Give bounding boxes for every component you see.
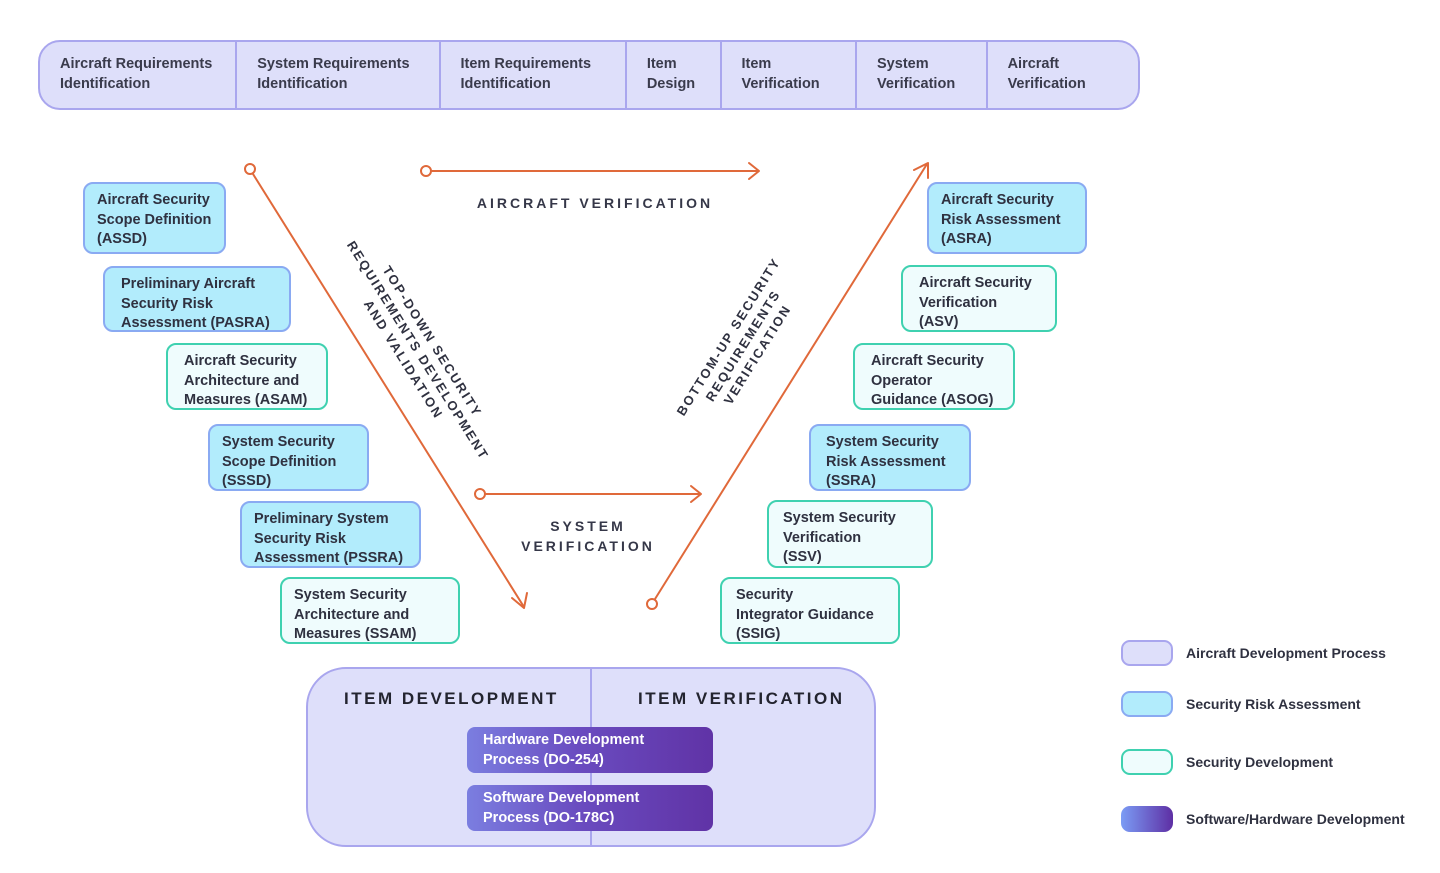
phase-item-verification: Item Verification: [722, 42, 858, 108]
aircraft-verification-arrowhead: [748, 162, 760, 180]
legend-label: Aircraft Development Process: [1186, 645, 1386, 661]
system-verification-start-node: [474, 488, 486, 500]
phase-item-requirements: Item Requirements Identification: [441, 42, 627, 108]
top-down-start-node: [244, 163, 256, 175]
legend-item-sw-hw-development: Software/Hardware Development: [1121, 806, 1405, 832]
item-verification-heading: ITEM VERIFICATION: [638, 689, 845, 708]
phase-item-design: Item Design: [627, 42, 722, 108]
box-asra: Aircraft Security Risk Assessment (ASRA): [927, 182, 1087, 254]
box-asam: Aircraft Security Architecture and Measu…: [166, 343, 328, 410]
aircraft-verification-caption: AIRCRAFT VERIFICATION: [476, 195, 714, 211]
legend-label: Security Risk Assessment: [1186, 696, 1361, 712]
bottom-up-start-node: [646, 598, 658, 610]
bottom-up-arrow-line: [654, 163, 928, 600]
legend-swatch-sw-hw-development: [1121, 806, 1173, 832]
top-down-arrow-line: [252, 173, 525, 608]
software-development-process: Software Development Process (DO-178C): [467, 785, 713, 831]
legend-swatch-security-development: [1121, 749, 1173, 775]
box-asv: Aircraft Security Verification (ASV): [901, 265, 1057, 332]
item-development-heading: ITEM DEVELOPMENT: [344, 689, 559, 708]
legend-item-security-risk-assessment: Security Risk Assessment: [1121, 691, 1361, 717]
box-sssd: System Security Scope Definition (SSSD): [208, 424, 369, 491]
box-pssra: Preliminary System Security Risk Assessm…: [240, 501, 421, 568]
phase-aircraft-requirements: Aircraft Requirements Identification: [40, 42, 238, 108]
phase-aircraft-verification: Aircraft Verification: [1007, 56, 1086, 92]
box-ssam: System Security Architecture and Measure…: [280, 577, 460, 644]
legend-item-security-development: Security Development: [1121, 749, 1333, 775]
hardware-development-process: Hardware Development Process (DO-254): [467, 727, 713, 773]
box-assd: Aircraft Security Scope Definition (ASSD…: [83, 182, 226, 254]
bottom-up-arrowhead: [913, 162, 929, 179]
legend-label: Security Development: [1186, 754, 1334, 770]
system-verification-arrowhead: [690, 485, 702, 503]
top-down-arrowhead: [511, 592, 528, 609]
box-ssig: Security Integrator Guidance (SSIG): [720, 577, 900, 644]
box-ssra: System Security Risk Assessment (SSRA): [809, 424, 971, 491]
lifecycle-phase-bar: Aircraft Requirements Identification Sys…: [38, 40, 1140, 110]
system-verification-caption: SYSTEM VERIFICATION: [521, 518, 655, 554]
box-ssv: System Security Verification (SSV): [767, 500, 933, 568]
box-asog: Aircraft Security Operator Guidance (ASO…: [853, 343, 1015, 410]
phase-system-requirements: System Requirements Identification: [237, 42, 441, 108]
aircraft-verification-start-node: [420, 165, 432, 177]
legend-swatch-security-risk-assessment: [1121, 691, 1173, 717]
legend-label: Software/Hardware Development: [1186, 811, 1405, 827]
box-pasra: Preliminary Aircraft Security Risk Asses…: [103, 266, 291, 332]
legend-swatch-aircraft-development: [1121, 640, 1173, 666]
phase-system-verification: System Verification: [857, 42, 988, 108]
legend-item-aircraft-development: Aircraft Development Process: [1121, 640, 1386, 666]
